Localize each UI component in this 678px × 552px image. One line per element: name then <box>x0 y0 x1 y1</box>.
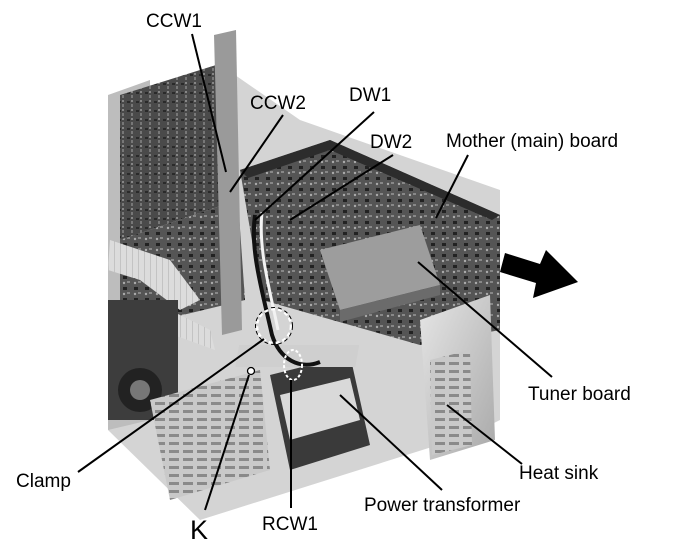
label-heat-sink: Heat sink <box>519 463 599 484</box>
wire-bundle-white <box>259 211 280 331</box>
power-transformer-core <box>280 378 360 440</box>
gear-hub <box>130 380 150 400</box>
leader-dw1 <box>254 111 375 221</box>
leader-dw2 <box>289 154 394 221</box>
leader-ccw1 <box>191 33 227 173</box>
label-dw1: DW1 <box>349 85 392 106</box>
label-clamp: Clamp <box>16 471 71 492</box>
clamp-marker-outline <box>255 307 293 345</box>
pull-direction-arrow <box>500 250 578 298</box>
leader-ccw2 <box>229 114 284 193</box>
tuner-board <box>320 225 440 310</box>
k-hole <box>246 366 256 376</box>
label-dw2: DW2 <box>370 132 413 153</box>
leader-clamp <box>77 338 265 473</box>
leader-lines <box>77 33 553 511</box>
leader-tuner-board <box>417 261 553 378</box>
label-ccw1: CCW1 <box>146 11 202 32</box>
label-rcw1: RCW1 <box>262 514 318 535</box>
leader-power-transformer <box>339 394 443 491</box>
rcw1-marker <box>283 349 303 381</box>
transformer-bracket <box>235 345 360 367</box>
rear-board-lower <box>120 200 245 330</box>
tuner-board-side <box>340 285 440 322</box>
heat-sink-fins <box>430 350 472 455</box>
leader-k <box>204 374 250 511</box>
label-tuner-board: Tuner board <box>528 384 631 405</box>
label-mother-board: Mother (main) board <box>446 131 619 152</box>
rear-panel-strip <box>214 30 242 335</box>
ribbon-cable <box>108 240 200 310</box>
label-power-transformer: Power transformer <box>364 495 521 516</box>
clamp-marker <box>255 307 293 345</box>
label-k: K <box>190 515 209 545</box>
leader-heat-sink <box>446 404 523 465</box>
label-ccw2: CCW2 <box>250 93 306 114</box>
wire-bundle <box>251 214 321 367</box>
mother-board-edge <box>240 140 500 220</box>
leader-mother-board <box>435 154 469 219</box>
